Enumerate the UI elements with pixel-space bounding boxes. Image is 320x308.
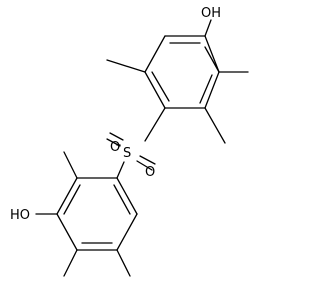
lower-ring	[35, 151, 138, 277]
methyl-bond	[204, 107, 226, 144]
bond	[116, 213, 138, 251]
methyl-bond	[63, 249, 78, 277]
s-o-double-bond	[106, 138, 121, 147]
hydroxyl-label-top: OH	[201, 6, 221, 21]
double-bond	[113, 184, 131, 215]
bond-to-sulfur	[116, 161, 125, 179]
oxygen-label-right: O	[145, 165, 155, 180]
bond	[204, 71, 220, 109]
methyl-bond	[63, 151, 78, 179]
structure-diagram: OH O S O HO	[10, 6, 249, 277]
bond	[144, 35, 166, 73]
bond	[56, 213, 78, 251]
hydroxyl-label-bottom: HO	[10, 208, 30, 223]
bond-to-oh	[204, 19, 212, 37]
sulfonyl-group	[106, 132, 156, 179]
double-bond	[199, 74, 213, 104]
oxygen-label-left: O	[110, 140, 120, 155]
s-o-double-bond	[139, 155, 156, 165]
bond	[56, 177, 78, 215]
bond	[204, 35, 220, 73]
s-o-double-bond	[136, 160, 153, 171]
methyl-bond	[106, 59, 146, 73]
bond	[144, 71, 166, 109]
bond	[116, 177, 138, 215]
double-bond	[63, 184, 81, 215]
s-o-double-bond	[109, 132, 124, 141]
methyl-bond	[116, 249, 131, 277]
bond	[204, 46, 220, 73]
upper-ring	[106, 19, 249, 144]
molecule-drawing: OH O S O HO	[10, 6, 249, 277]
bond-to-sulfur	[144, 107, 166, 142]
double-bond	[151, 71, 170, 102]
sulfur-label: S	[123, 146, 131, 161]
